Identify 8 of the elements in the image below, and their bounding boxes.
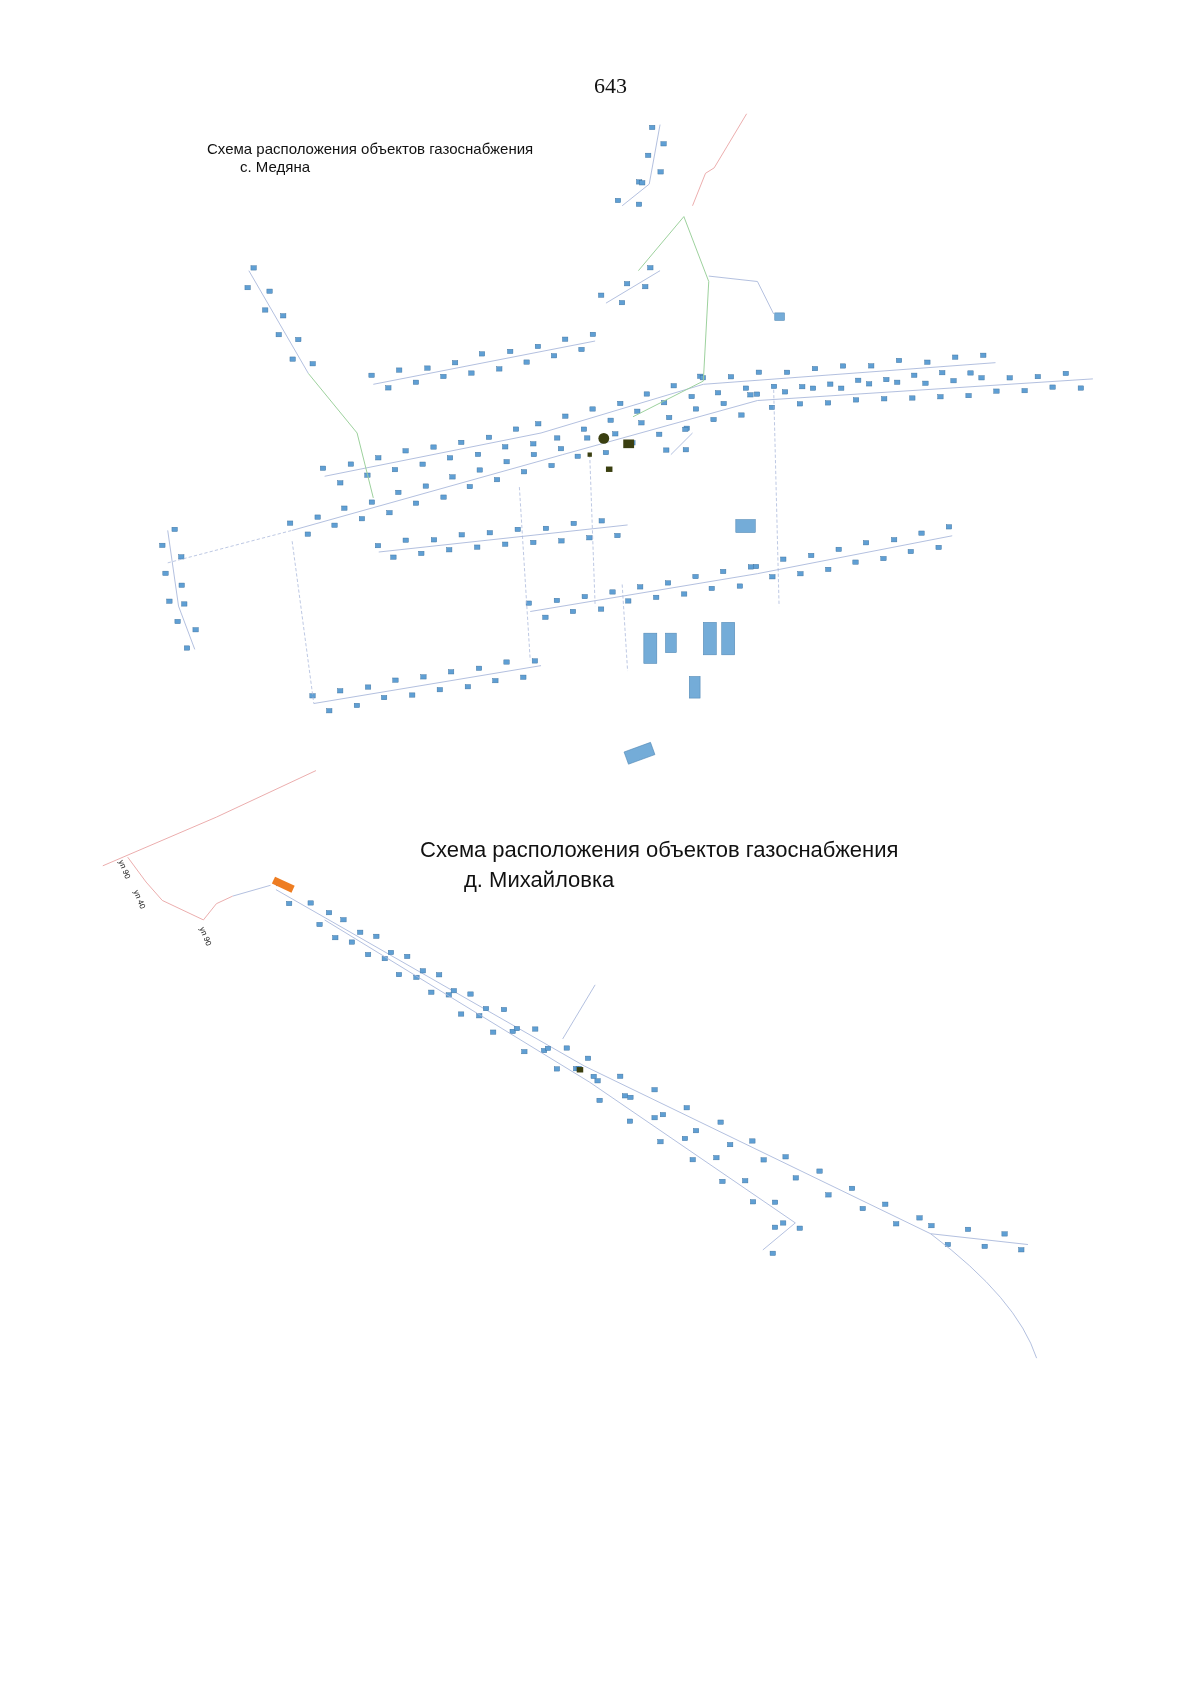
pipe-annotation: уп 90: [115, 859, 132, 881]
map-title: Схема расположения объектов газоснабжения: [420, 838, 899, 863]
pipe-annotation: уп 40: [130, 889, 147, 911]
page-number: 643: [594, 74, 627, 99]
map-title: Схема расположения объектов газоснабжения: [207, 141, 534, 158]
pipe-annotation: уп 90: [196, 926, 213, 948]
map-subtitle: д. Михайловка: [464, 868, 615, 893]
map-subtitle: с. Медяна: [240, 159, 310, 176]
